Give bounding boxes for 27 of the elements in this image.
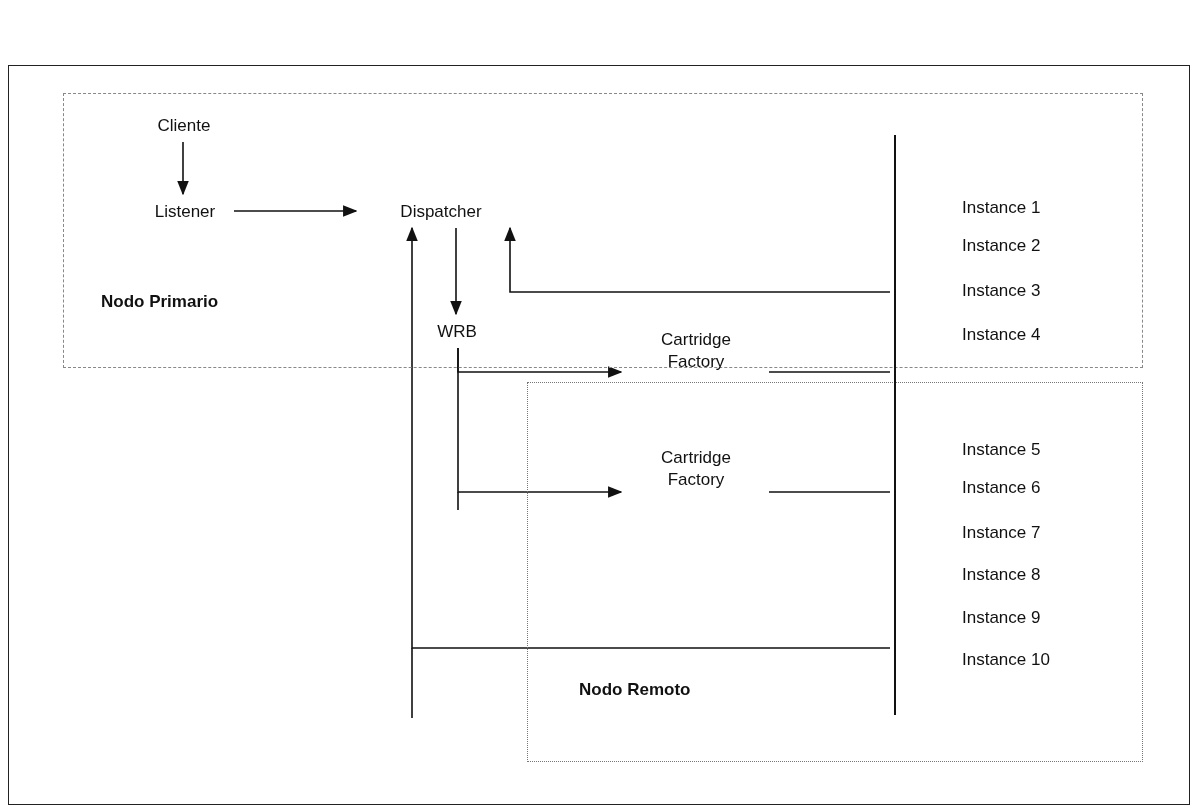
region-title: Nodo Remoto bbox=[579, 679, 692, 701]
arrow bbox=[457, 347, 623, 498]
arrow bbox=[450, 227, 462, 316]
instance-label: Instance 9 bbox=[962, 608, 1041, 628]
connector-line bbox=[768, 371, 891, 373]
instance-label: Instance 8 bbox=[962, 565, 1041, 585]
connector-line bbox=[768, 491, 891, 493]
arrow bbox=[406, 226, 891, 649]
instance-label: Instance 10 bbox=[962, 650, 1050, 670]
instance-label: Instance 1 bbox=[962, 198, 1041, 218]
instance-label: Instance 4 bbox=[962, 325, 1041, 345]
region-title: Nodo Primario bbox=[101, 291, 220, 313]
component-label: Listener bbox=[139, 199, 231, 225]
component-label: Cartridge Factory bbox=[626, 329, 766, 377]
arrow bbox=[233, 205, 358, 217]
instance-label: Instance 6 bbox=[962, 478, 1041, 498]
arrow bbox=[504, 226, 891, 293]
bus-line bbox=[894, 135, 896, 715]
component-label: Cliente bbox=[139, 113, 229, 139]
instance-label: Instance 3 bbox=[962, 281, 1041, 301]
instance-label: Instance 5 bbox=[962, 440, 1041, 460]
arrow bbox=[177, 141, 189, 196]
component-label: Dispatcher bbox=[361, 199, 521, 225]
instance-label: Instance 7 bbox=[962, 523, 1041, 543]
instance-label: Instance 2 bbox=[962, 236, 1041, 256]
component-label: WRB bbox=[421, 319, 493, 345]
component-label: Cartridge Factory bbox=[626, 447, 766, 495]
